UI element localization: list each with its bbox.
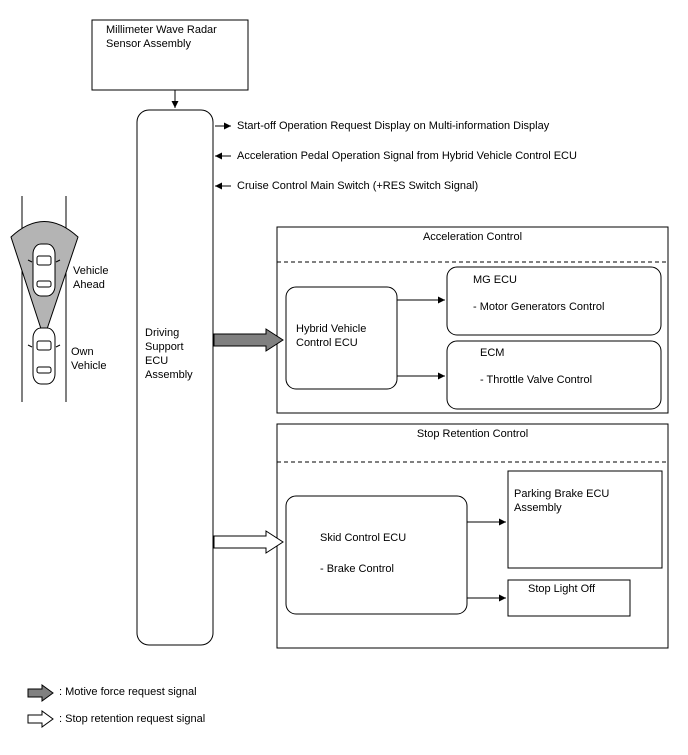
- stop-light-label: Stop Light Off: [528, 583, 596, 595]
- stop-retention-title: Stop Retention Control: [416, 428, 529, 440]
- cruise-main-signal-label: Cruise Control Main Switch (+RES Switch …: [237, 180, 479, 192]
- ecm-label: ECM: [480, 347, 505, 359]
- parking-brake-ecu-label: Parking Brake ECU Assembly: [514, 488, 610, 514]
- skid-control-ecu-label: Skid Control ECU: [320, 532, 407, 544]
- mg-ecu-label: MG ECU: [473, 274, 517, 286]
- vehicle-ahead-label: Vehicle Ahead: [73, 265, 109, 291]
- stop-light-box: [507, 579, 631, 617]
- own-vehicle-label: Own Vehicle: [71, 346, 107, 372]
- driving-support-ecu-box: [136, 109, 214, 646]
- mg-function-label: - Motor Generators Control: [473, 301, 605, 313]
- ecm-box: [446, 340, 662, 410]
- radar-label: Millimeter Wave Radar Sensor Assembly: [106, 24, 217, 50]
- driving-support-ecu-label: Driving Support ECU Assembly: [145, 327, 193, 381]
- legend-motive-arrow-icon: [27, 684, 54, 702]
- legend-stop-retention-label: : Stop retention request signal: [59, 713, 206, 725]
- stop-retention-arrow: [213, 530, 284, 554]
- own-vehicle-icon: [27, 327, 61, 385]
- mg-ecu-box: [446, 266, 662, 336]
- start-off-signal-label: Start-off Operation Request Display on M…: [237, 120, 550, 132]
- skid-control-ecu-box: [285, 495, 468, 615]
- skid-function-label: - Brake Control: [320, 563, 394, 575]
- radar-box: [91, 19, 249, 91]
- hybrid-vehicle-ecu-label: Hybrid Vehicle Control ECU: [296, 323, 367, 349]
- vehicle-ahead-icon: [27, 243, 61, 297]
- hybrid-vehicle-ecu-box: [285, 286, 398, 390]
- motive-force-arrow: [213, 328, 284, 352]
- legend-motive-label: : Motive force request signal: [59, 686, 197, 698]
- legend-stop-arrow-icon: [27, 710, 54, 728]
- accel-pedal-signal-label: Acceleration Pedal Operation Signal from…: [237, 150, 577, 162]
- parking-brake-ecu-box: [507, 470, 663, 569]
- acceleration-control-title: Acceleration Control: [422, 231, 523, 243]
- ecm-function-label: - Throttle Valve Control: [480, 374, 593, 386]
